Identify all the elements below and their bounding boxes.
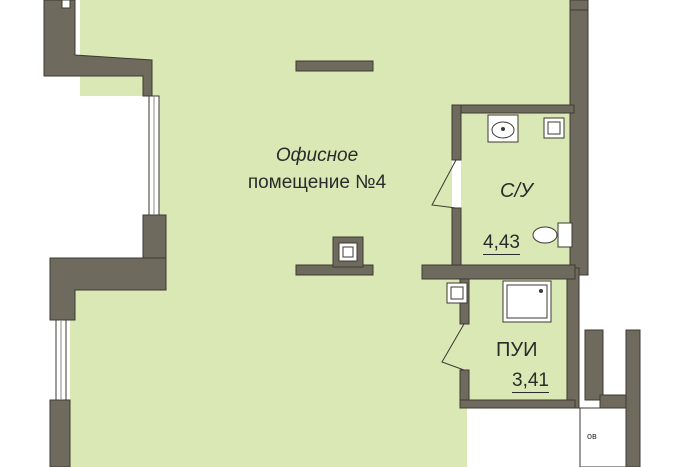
wall-right-lower [566,267,580,409]
wall-left-mid [49,257,167,321]
office-riser-icon [338,242,358,262]
window-top-left [61,0,71,9]
wc-door-swing [431,159,457,209]
wall-right-upper [569,0,589,276]
office-name-line1: Офисное [275,145,359,166]
ov-tag: ов [587,431,597,441]
partition-wc-top [451,104,575,114]
partition-wc-left-top [451,104,462,161]
shaft-box [579,407,627,467]
utility-room-area: 3,41 [512,370,549,393]
wc-room-area: 4,43 [483,232,520,255]
utility-riser-icon [446,282,468,304]
wc-riser-icon [543,117,565,139]
utility-room-name: ПУИ [496,339,538,361]
sink-icon [487,114,519,143]
interior-wall-top [295,60,374,72]
toilet-icon [532,222,573,248]
partition-wc-left-bottom [451,207,462,269]
utility-door-swing [441,323,465,371]
wall-far-right-top [584,329,604,401]
office-label: Офисное помещение №4 [232,142,402,196]
wc-room-name: С/У [500,180,533,202]
wall-left-low [49,399,71,467]
shower-tray-icon [502,280,552,323]
wall-corner-top [569,0,589,11]
office-name-line2: помещение №4 [247,172,387,193]
partition-utility-bottom [459,399,576,409]
partition-wc-bottom [421,264,576,280]
wall-far-right-side [625,329,641,467]
